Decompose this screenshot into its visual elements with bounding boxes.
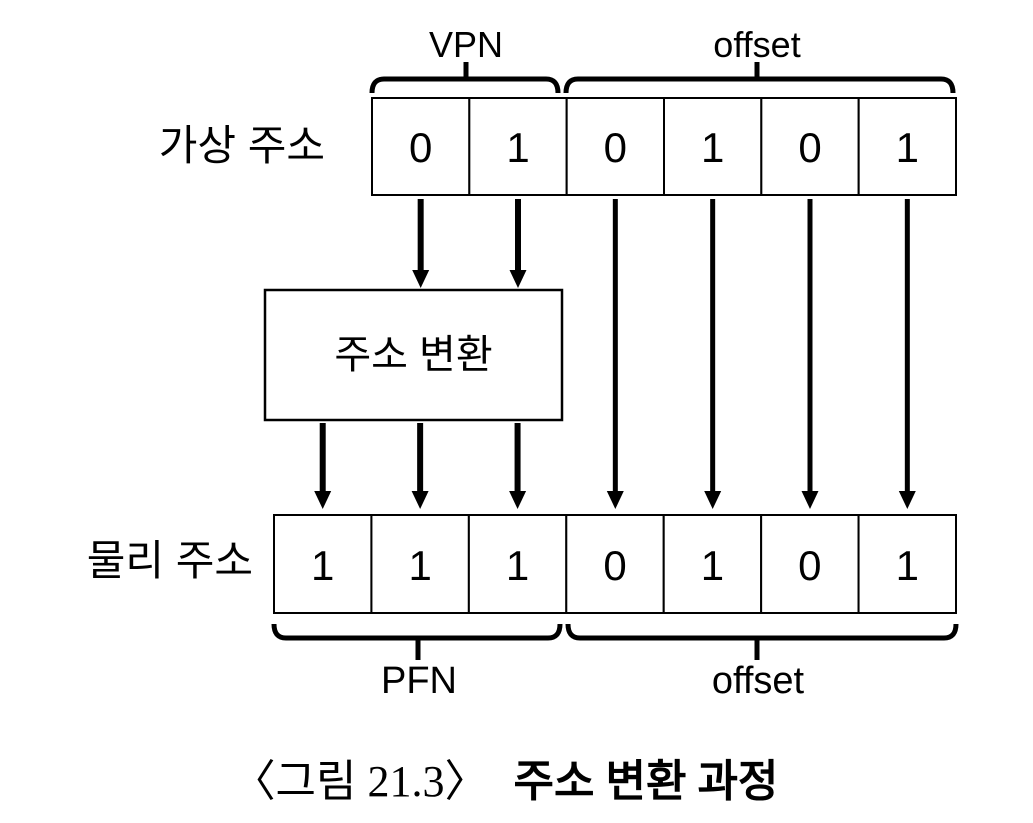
vpn-brace: [369, 62, 561, 94]
virtual-offset-field-label: offset: [713, 24, 800, 65]
physical-bit-value: 1: [506, 542, 529, 589]
virtual-address-row-label: 가상 주소: [159, 122, 325, 169]
physical-bit-cell: [273, 514, 373, 614]
vpn-to-box-arrow: [509, 199, 527, 288]
physical-bit-value: 1: [896, 542, 919, 589]
offset-passthrough-arrow: [606, 199, 624, 509]
offset-passthrough-arrow: [898, 199, 916, 509]
virtual-bit-value: 0: [409, 124, 432, 171]
figure-caption-title: 주소 변환 과정: [514, 757, 779, 806]
offset-passthrough-arrow: [801, 199, 819, 509]
physical-bit-cell: [857, 514, 958, 614]
virtual-bit-value: 1: [701, 124, 724, 171]
vpn-to-box-arrow: [412, 199, 430, 288]
pfn-field-label: PFN: [381, 660, 457, 702]
physical-bit-cell: [565, 514, 665, 614]
physical-bit-cell: [370, 514, 470, 614]
offset-passthrough-arrow: [704, 199, 722, 509]
physical-bit-value: 0: [603, 542, 626, 589]
virtual-bit-value: 1: [896, 124, 919, 171]
physical-bit-cell: [467, 514, 568, 614]
pfn-brace: [271, 623, 563, 660]
figure-caption: 〈그림 21.3〉 주소 변환 과정: [232, 757, 779, 806]
translation-box: [263, 288, 564, 422]
physical-bit-value: 1: [408, 542, 431, 589]
virtual-bit-value: 0: [798, 124, 821, 171]
physical-offset-field-label: offset: [712, 660, 805, 702]
physical-address-row-label: 물리 주소: [87, 537, 253, 584]
box-to-pfn-arrow: [411, 423, 429, 509]
virtual-bit-cell: [565, 97, 665, 196]
virtual-offset-brace: [563, 62, 956, 94]
translation-box-label: 주소 변환: [334, 333, 492, 377]
box-to-pfn-arrow: [314, 423, 332, 509]
virtual-bit-value: 0: [604, 124, 627, 171]
vpn-field-label: VPN: [429, 24, 503, 65]
virtual-bit-cell: [468, 97, 568, 196]
virtual-bit-cell: [371, 97, 471, 196]
physical-bit-value: 1: [311, 542, 334, 589]
figure-caption-number: 〈그림 21.3〉: [232, 757, 489, 806]
virtual-bit-cell: [760, 97, 860, 196]
virtual-bit-cell: [857, 97, 957, 196]
virtual-bit-value: 1: [506, 124, 529, 171]
physical-bit-value: 1: [701, 542, 724, 589]
physical-offset-brace: [565, 623, 959, 660]
physical-bit-value: 0: [798, 542, 821, 589]
physical-bit-cell: [760, 514, 860, 614]
box-to-pfn-arrow: [509, 423, 527, 509]
